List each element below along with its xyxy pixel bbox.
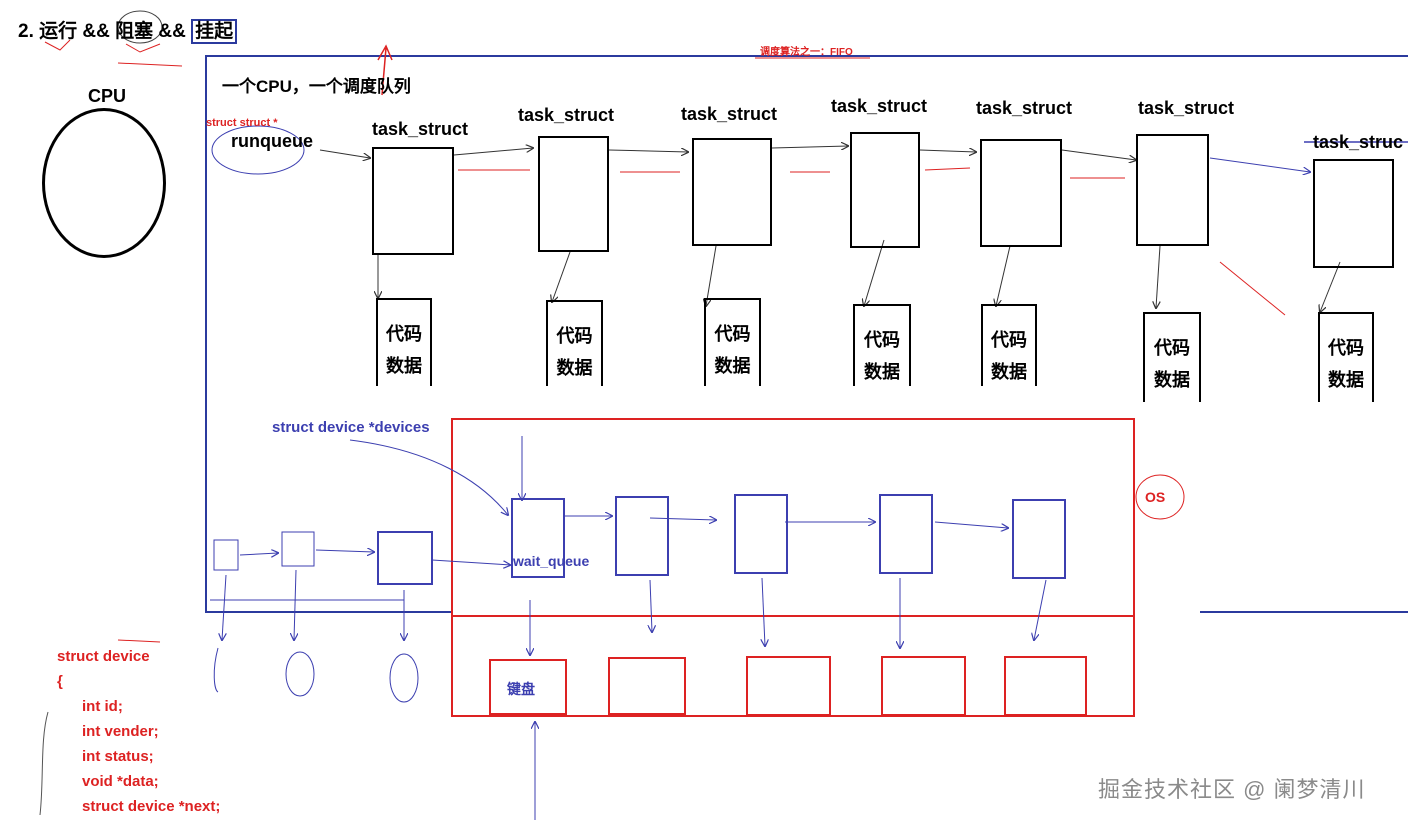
code-data-block: 代码数据 — [1318, 312, 1374, 402]
title-blocked: 阻塞 — [115, 21, 154, 42]
title-prefix: 2. 运行 && — [18, 21, 116, 42]
title-suspend: 挂起 — [191, 19, 238, 44]
task-label: task_struct — [976, 98, 1073, 118]
hardware-device — [1004, 656, 1087, 716]
task-box — [1313, 159, 1394, 268]
code-data-block: 代码数据 — [1143, 312, 1201, 402]
device-node — [615, 496, 669, 576]
data-label: 数据 — [714, 356, 751, 376]
data-label: 数据 — [556, 358, 593, 378]
code-label: 代码 — [991, 330, 1027, 350]
code-data-block: 代码数据 — [853, 304, 911, 386]
task-label: task_struct — [518, 105, 615, 125]
code-label: 代码 — [386, 324, 422, 344]
task-box — [692, 138, 772, 246]
code-line: struct device *next; — [82, 798, 221, 815]
code-line: int status; — [82, 748, 154, 765]
hardware-device — [881, 656, 966, 716]
device-node — [1012, 499, 1066, 579]
task-box — [1136, 134, 1209, 246]
task-label: task_struct — [831, 96, 928, 116]
cpu-label: CPU — [88, 86, 127, 106]
fifo-note: 调度算法之一：FIFO — [760, 47, 853, 58]
device-node — [377, 531, 433, 585]
task-box — [538, 136, 609, 252]
task-label: task_struct — [1138, 98, 1235, 118]
data-label: 数据 — [386, 356, 422, 376]
task-label: task_struct — [372, 119, 469, 139]
data-label: 数据 — [991, 362, 1027, 382]
code-line: struct device — [57, 648, 150, 665]
cpu-circle — [42, 108, 166, 258]
code-label: 代码 — [864, 330, 900, 350]
struct-note: struct struct * — [206, 117, 278, 129]
code-data-block: 代码数据 — [981, 304, 1037, 386]
hardware-device — [608, 657, 686, 715]
scheduler-frame — [205, 55, 1408, 613]
task-label: task_struct — [681, 104, 778, 124]
code-data-block: 代码数据 — [546, 300, 603, 386]
task-box — [850, 132, 920, 248]
code-line: void *data; — [82, 773, 159, 790]
watermark: 掘金技术社区 @ 阑梦清川 — [1098, 777, 1366, 802]
task-box — [980, 139, 1062, 247]
device-node — [734, 494, 788, 574]
device-node — [879, 494, 933, 574]
code-label: 代码 — [1328, 338, 1364, 358]
data-label: 数据 — [1328, 370, 1364, 390]
page-title: 2. 运行 && 阻塞 && 挂起 — [18, 16, 238, 44]
title-mid: && — [153, 21, 192, 42]
code-line: int id; — [82, 698, 123, 715]
hardware-device — [746, 656, 831, 716]
data-label: 数据 — [1154, 370, 1190, 390]
code-data-block: 代码数据 — [376, 298, 432, 386]
code-label: 代码 — [556, 326, 593, 346]
task-label: task_struc — [1313, 132, 1404, 152]
wait-queue-label: wait_queue — [513, 553, 590, 569]
data-label: 数据 — [864, 362, 900, 382]
code-label: 代码 — [1154, 338, 1190, 358]
code-line: int vender; — [82, 723, 159, 740]
keyboard-device: 键盘 — [489, 659, 567, 715]
runqueue-label: runqueue — [231, 131, 314, 151]
cpu-queue-title: 一个CPU，一个调度队列 — [222, 77, 411, 96]
device-region — [451, 615, 1135, 717]
device-node — [511, 498, 565, 578]
os-label: OS — [1145, 489, 1166, 505]
task-box — [372, 147, 454, 255]
code-label: 代码 — [714, 324, 751, 344]
code-data-block: 代码数据 — [704, 298, 761, 386]
code-line: { — [57, 673, 63, 690]
devices-label: struct device *devices — [272, 419, 430, 436]
